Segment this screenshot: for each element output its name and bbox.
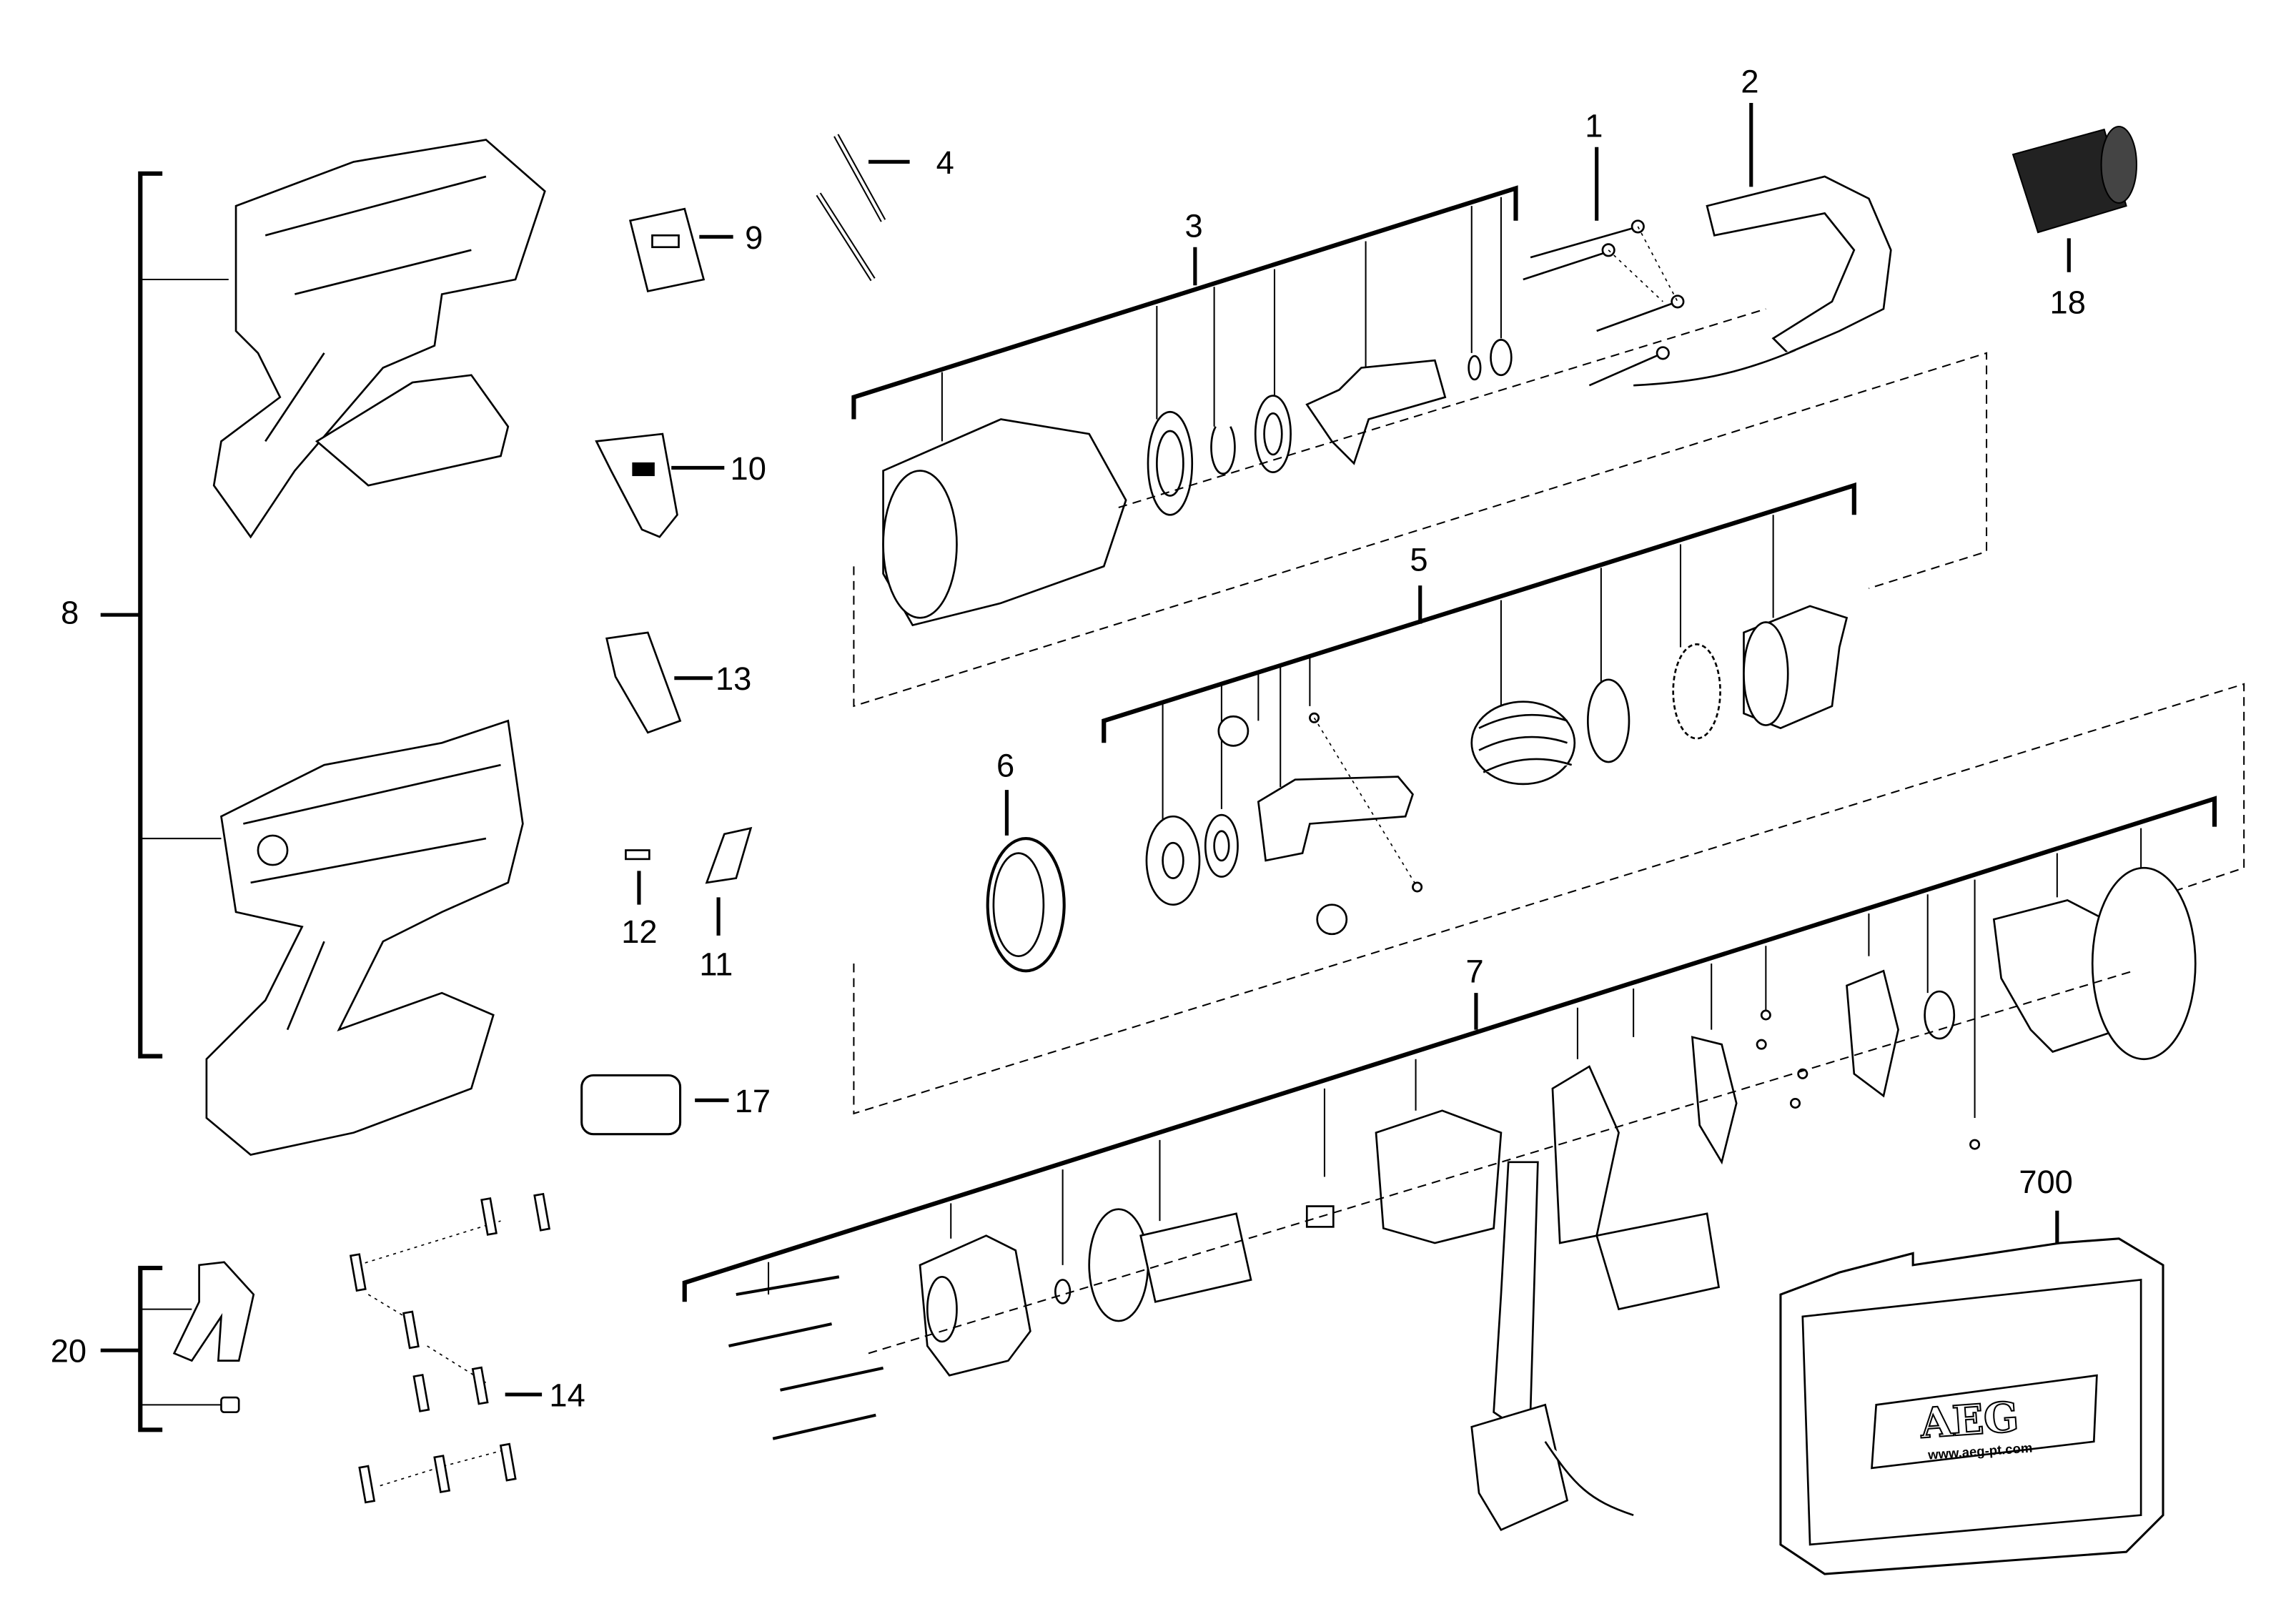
callout-13: 13 (716, 660, 751, 697)
callout-6: 6 (996, 748, 1014, 784)
callout-700: 700 (2019, 1164, 2073, 1200)
callout-20: 20 (51, 1333, 86, 1370)
part-9-label-plate (628, 207, 706, 293)
callout-17: 17 (735, 1083, 771, 1119)
callout-9: 9 (745, 219, 763, 256)
part-6-ring-gear (986, 790, 1066, 973)
callout-labels: 1 2 3 4 5 6 7 8 9 10 11 12 13 14 17 18 2… (51, 64, 2086, 1414)
part-11-clip (705, 826, 753, 884)
callout-2: 2 (1741, 64, 1758, 100)
callout-5: 5 (1410, 541, 1427, 578)
callout-8: 8 (61, 595, 79, 631)
part-14-screws (349, 1192, 551, 1504)
part-18-bit-holder (2012, 125, 2137, 272)
callout-10: 10 (731, 450, 766, 487)
callout-7: 7 (1466, 954, 1484, 990)
part-700-carry-case: AEG www.aeg-pt.com (1779, 1210, 2164, 1575)
callout-4: 4 (936, 144, 954, 181)
callout-3: 3 (1184, 207, 1202, 244)
callout-11: 11 (699, 946, 733, 982)
part-8-housing (100, 139, 546, 1156)
callout-14: 14 (549, 1377, 585, 1413)
callout-1: 1 (1585, 107, 1603, 144)
part-17-pad (580, 1074, 682, 1136)
part-3-gear-housing-group (851, 185, 1988, 708)
part-13-slider (605, 631, 682, 734)
housing-half-left (212, 139, 546, 539)
part-2-bumper (1633, 103, 1892, 387)
part-12-spring (625, 849, 650, 861)
case-logo: AEG (1918, 1392, 2020, 1448)
callout-18: 18 (2050, 284, 2086, 320)
part-1-screws (1523, 147, 1685, 387)
housing-half-right (205, 719, 524, 1156)
part-7-motor-group (682, 683, 2245, 1531)
part-5-impact-mechanism (1102, 482, 1856, 936)
callout-12: 12 (621, 914, 657, 950)
part-10-switch-board (595, 432, 678, 538)
part-20-belt-clip (100, 1261, 255, 1432)
part-4-pins (816, 134, 910, 282)
